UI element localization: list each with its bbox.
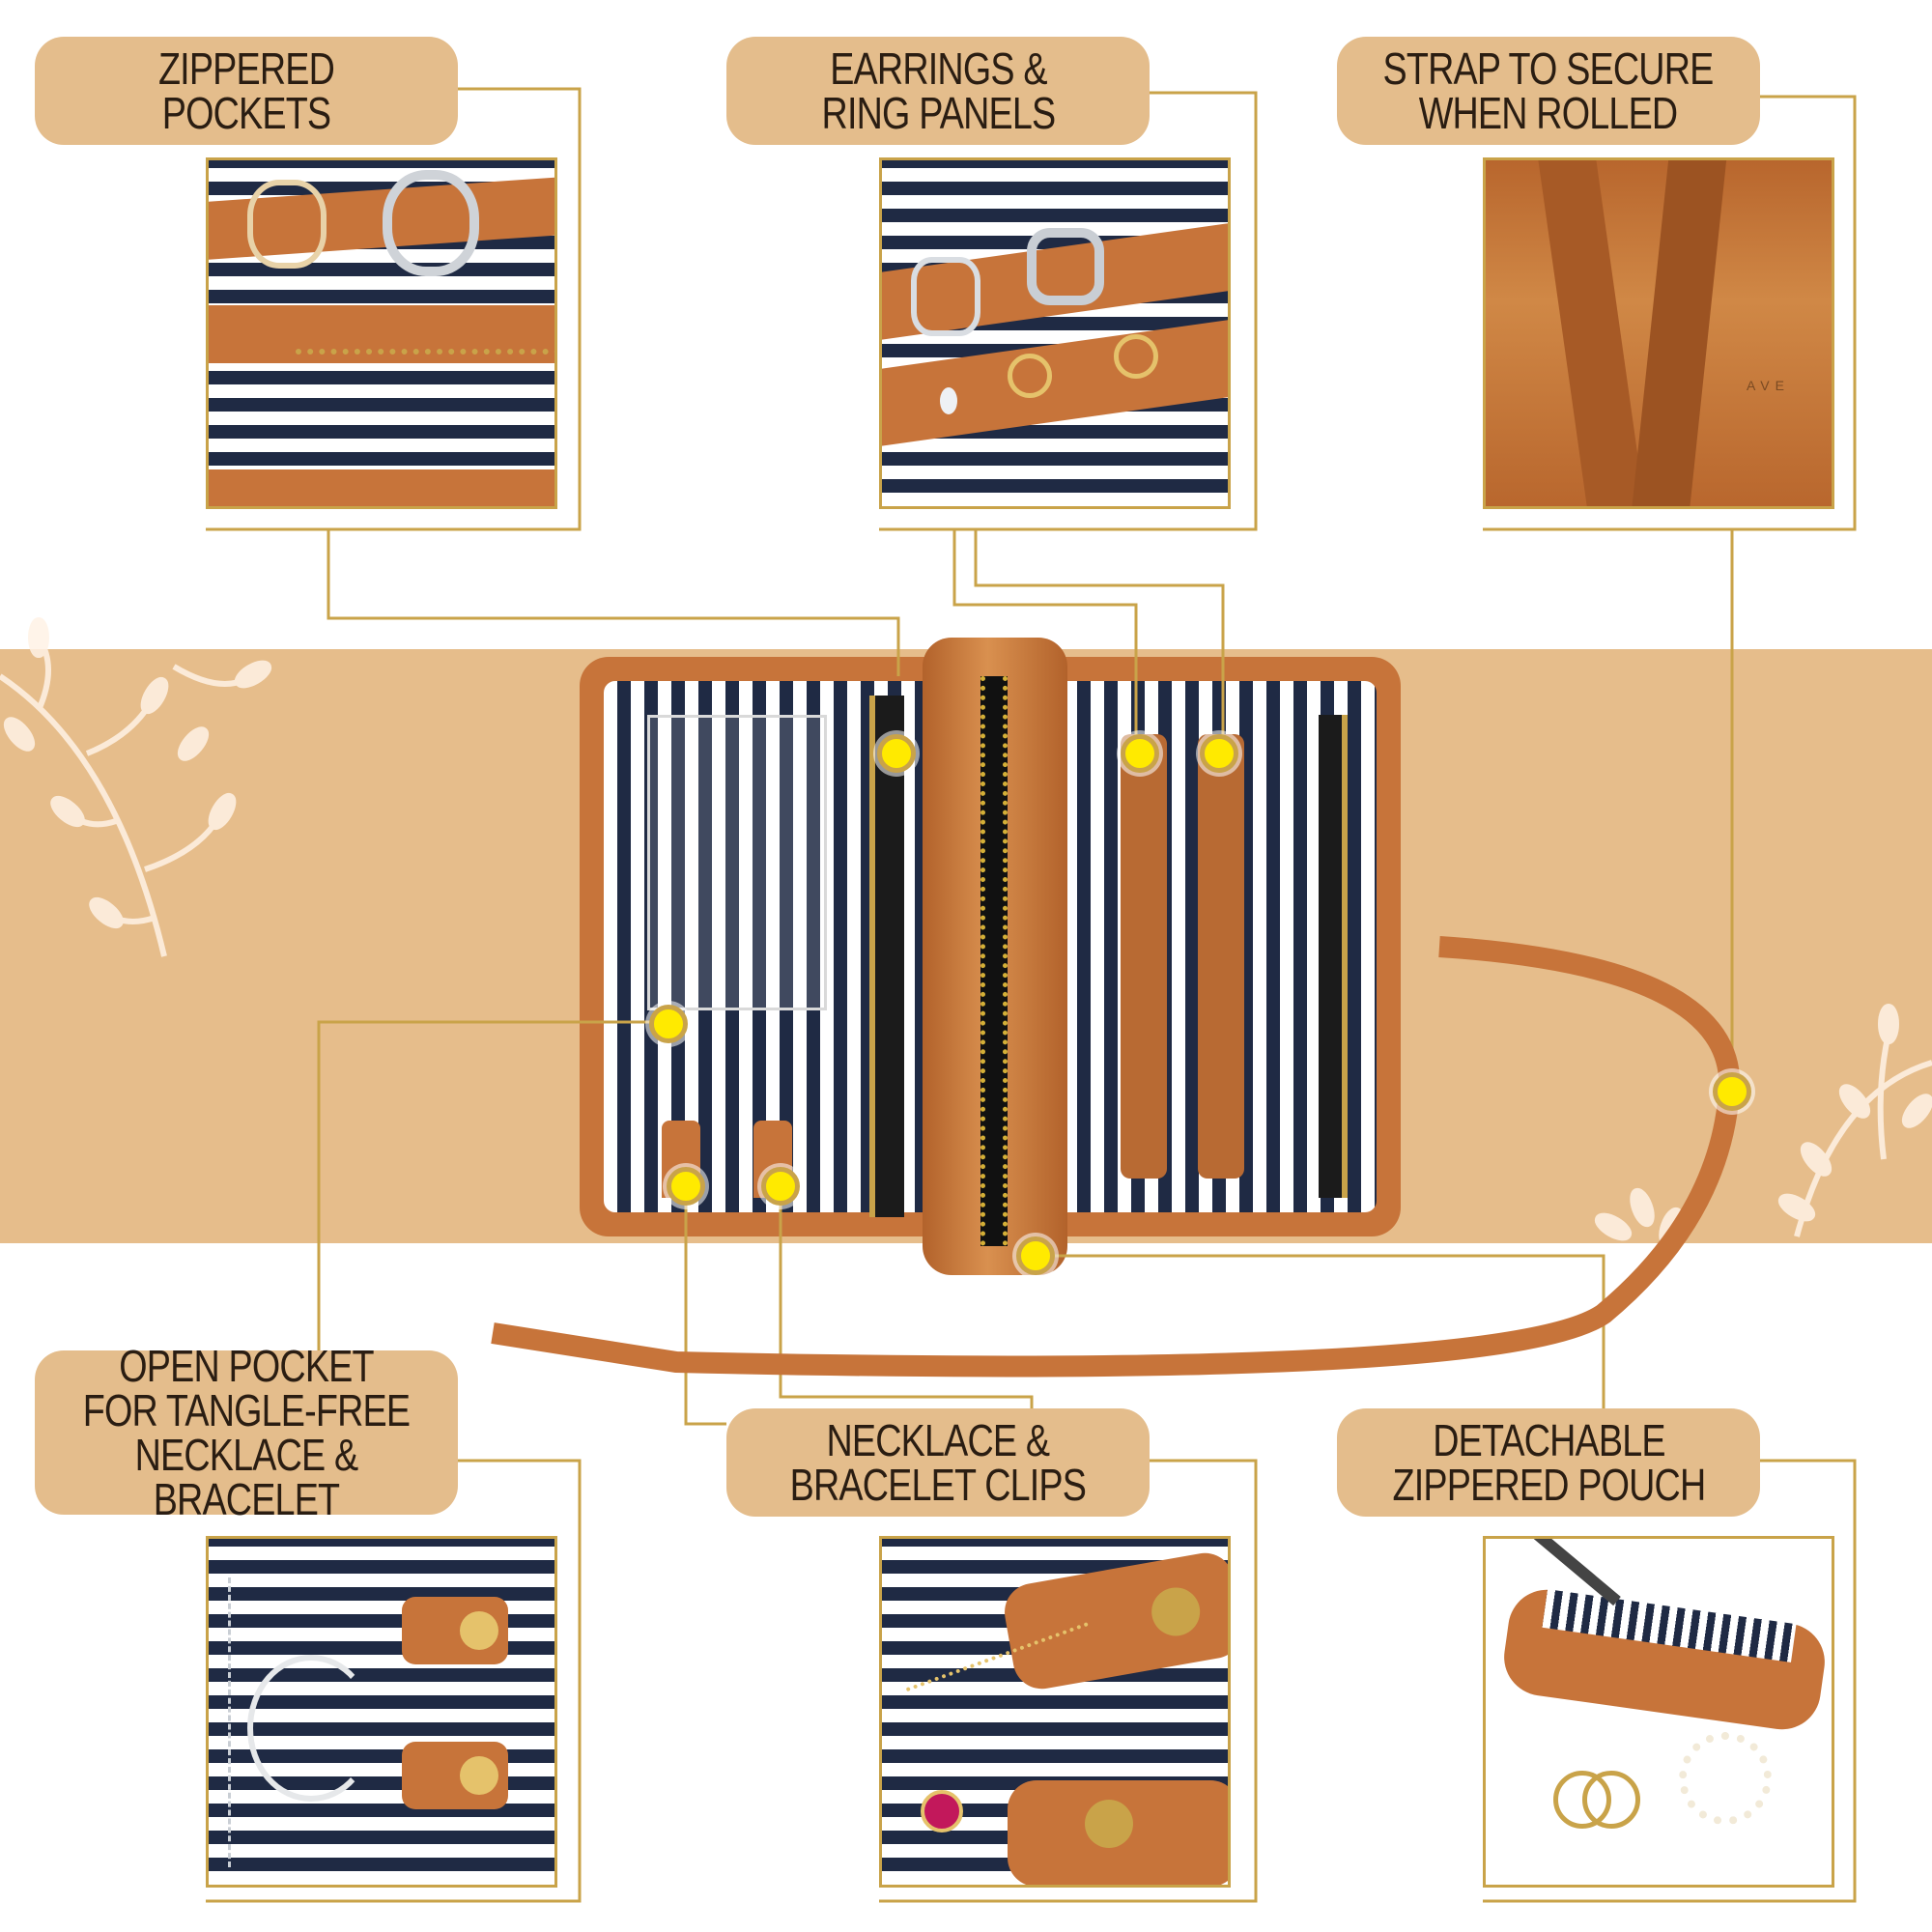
- photo-strap: AVE: [1483, 157, 1834, 509]
- line-zippered-pockets: [206, 87, 582, 531]
- line-necklace-clips: [879, 1459, 1258, 1903]
- line-clip1: [684, 1188, 726, 1426]
- marker-zipper-pocket: [877, 734, 916, 773]
- label-detachable-pouch: DETACHABLE ZIPPERED POUCH: [1337, 1408, 1760, 1517]
- line-open-pocket-to-roll: [317, 1020, 667, 1350]
- jewelry-roll: [580, 638, 1401, 1275]
- tie-strap: [491, 936, 1741, 1378]
- earring-icon: [1114, 334, 1158, 379]
- line-strap: [1483, 95, 1857, 531]
- line-pouch: [1483, 1459, 1857, 1903]
- marker-open-pocket: [649, 1005, 688, 1043]
- ring-icon: [247, 180, 327, 269]
- photo-detachable-pouch: [1483, 1536, 1834, 1888]
- marker-pouch: [1016, 1236, 1055, 1275]
- earring-strap-1: [1121, 734, 1167, 1179]
- photo-zippered-pockets: [206, 157, 557, 509]
- snap-button-icon: [460, 1611, 498, 1650]
- pearl-necklace-icon: [1679, 1732, 1772, 1825]
- open-pocket-panel: [647, 715, 827, 1010]
- label-text: DETACHABLE ZIPPERED POUCH: [1392, 1415, 1706, 1510]
- line-clip2: [779, 1188, 1034, 1408]
- ring-icon: [383, 170, 479, 276]
- ring-icon: [911, 257, 980, 336]
- label-text: STRAP TO SECURE WHEN ROLLED: [1383, 43, 1715, 138]
- line-zippered-pockets-to-roll: [327, 529, 900, 676]
- zipper-pocket-left: [869, 696, 904, 1217]
- zipper-icon: [980, 676, 1008, 1246]
- line-earrings-to-strap2: [974, 529, 1225, 753]
- photo-necklace-clips: [879, 1536, 1231, 1888]
- marker-earring-strap-1: [1121, 734, 1159, 773]
- line-pouch-to-roll: [1036, 1254, 1605, 1408]
- photo-earrings-panels: [879, 157, 1231, 509]
- label-text: ZIPPERED POCKETS: [157, 43, 335, 138]
- snap-button-icon: [460, 1756, 498, 1795]
- label-necklace-clips: NECKLACE & BRACELET CLIPS: [726, 1408, 1150, 1517]
- label-text: OPEN POCKET FOR TANGLE-FREE NECKLACE & B…: [82, 1341, 411, 1524]
- marker-strap: [1713, 1072, 1751, 1111]
- ring-icon: [1027, 228, 1104, 305]
- earring-icon: [940, 387, 957, 414]
- earring-icon: [1008, 354, 1052, 398]
- marker-clip-2: [761, 1167, 800, 1206]
- earring-strap-2: [1198, 734, 1244, 1179]
- clip-tab: [402, 1597, 508, 1664]
- detachable-pouch-roll: [923, 638, 1067, 1275]
- label-zippered-pockets: ZIPPERED POCKETS: [35, 37, 458, 145]
- hoop-earring-icon: [1582, 1771, 1640, 1829]
- zipper-icon: [296, 349, 554, 362]
- callout-lines: [206, 87, 1857, 1903]
- clip-tab: [402, 1742, 508, 1809]
- line-open-pocket: [206, 1459, 582, 1903]
- snap-button-icon: [1085, 1800, 1133, 1848]
- leaf-branch-left-icon: [0, 617, 272, 957]
- bracelet-gem-icon: [921, 1790, 963, 1833]
- clip-tab: [1008, 1780, 1228, 1885]
- marker-earring-strap-2: [1200, 734, 1238, 773]
- line-earrings: [879, 91, 1258, 531]
- pocket-seam: [228, 1577, 233, 1867]
- photo-open-pocket: [206, 1536, 557, 1888]
- zipper-pocket-right: [1319, 715, 1348, 1198]
- bracelet-icon: [247, 1655, 375, 1802]
- label-earrings-ring-panels: EARRINGS & RING PANELS: [726, 37, 1150, 145]
- brand-mark: AVE: [1747, 378, 1790, 393]
- marker-clip-1: [667, 1167, 705, 1206]
- label-text: NECKLACE & BRACELET CLIPS: [789, 1415, 1087, 1510]
- label-text: EARRINGS & RING PANELS: [821, 43, 1056, 138]
- leather-edge: [209, 469, 554, 506]
- label-open-pocket: OPEN POCKET FOR TANGLE-FREE NECKLACE & B…: [35, 1344, 458, 1521]
- label-strap-secure: STRAP TO SECURE WHEN ROLLED: [1337, 37, 1760, 145]
- line-earrings-to-strap1: [952, 529, 1138, 753]
